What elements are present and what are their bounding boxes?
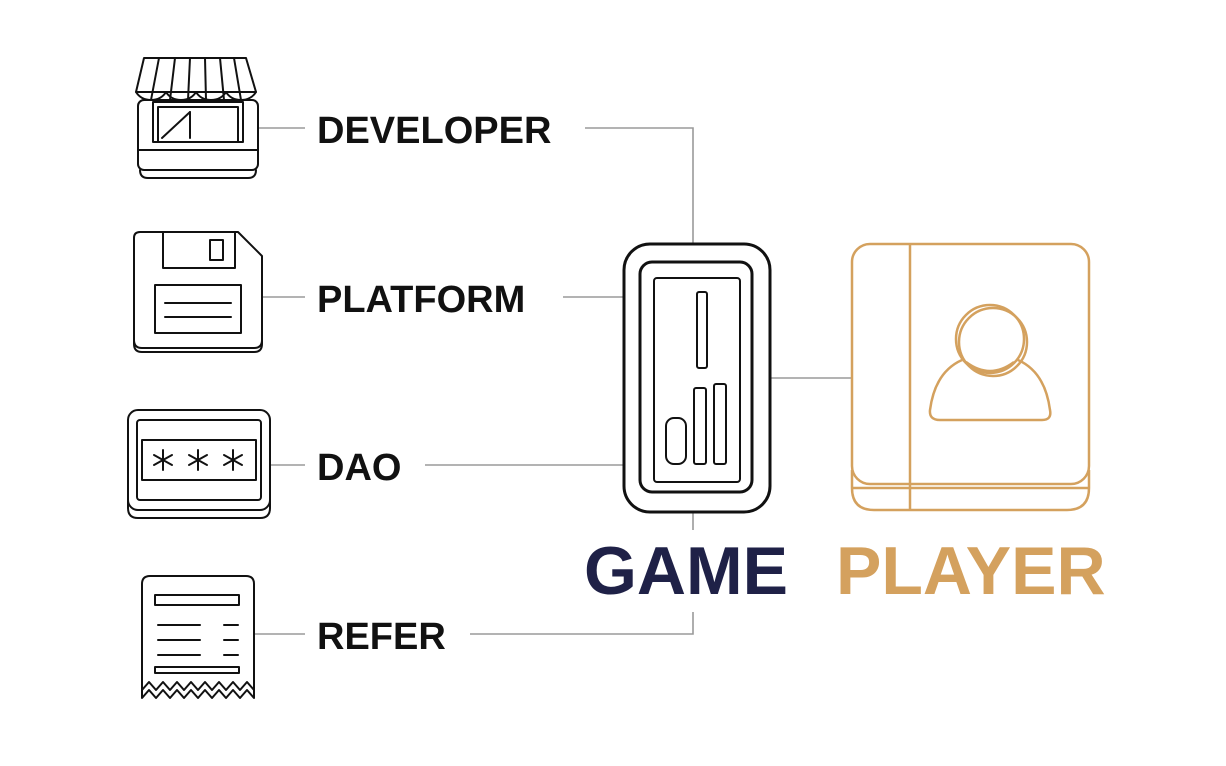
game-label: GAME — [584, 533, 788, 609]
connectors — [255, 127, 852, 635]
player-label: PLAYER — [836, 533, 1106, 609]
platform-label: PLATFORM — [317, 279, 525, 321]
connector-developer-game — [585, 127, 694, 245]
asterisk-1 — [153, 449, 173, 471]
developer-label: DEVELOPER — [317, 110, 551, 152]
password-field-icon — [127, 409, 271, 519]
connector-refer-game — [470, 612, 694, 635]
player-profile-book-icon — [850, 242, 1091, 512]
game-device-icon — [622, 242, 772, 514]
asterisk-2 — [188, 449, 208, 471]
refer-label: REFER — [317, 616, 446, 658]
storefront-icon — [135, 57, 259, 179]
dao-label: DAO — [317, 447, 401, 489]
asterisk-3 — [223, 449, 243, 471]
floppy-disk-icon — [133, 231, 263, 353]
receipt-icon — [141, 575, 255, 699]
